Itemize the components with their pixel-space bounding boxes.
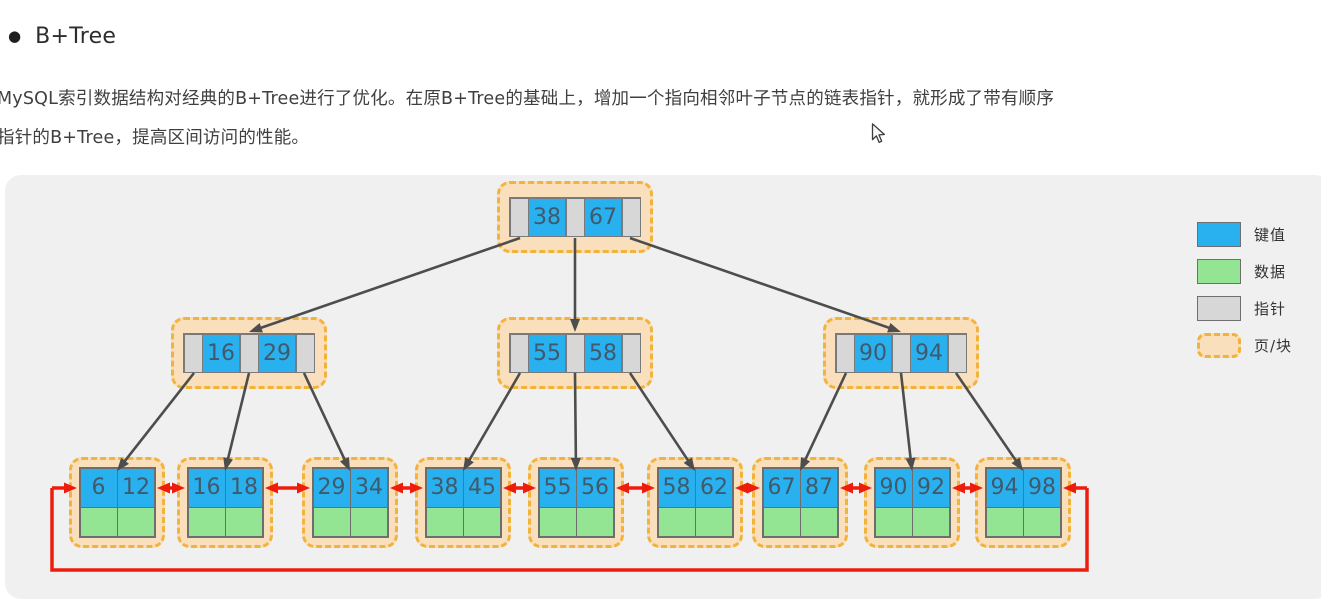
key-cell: 58 bbox=[658, 468, 695, 507]
pointer-cell bbox=[836, 334, 854, 372]
key-cell: 55 bbox=[529, 334, 565, 372]
pointer-cell bbox=[510, 334, 528, 372]
key-cell: 29 bbox=[259, 334, 295, 372]
internal-node-2: 90 94 bbox=[835, 333, 967, 373]
key-swatch bbox=[1197, 222, 1241, 247]
key-cell: 6 bbox=[80, 468, 117, 507]
pointer-cell bbox=[184, 334, 202, 372]
data-cell bbox=[313, 508, 350, 536]
heading-text: B+Tree bbox=[35, 24, 117, 49]
key-cell: 94 bbox=[911, 334, 947, 372]
root-node: 38 67 bbox=[509, 197, 641, 237]
page-block-swatch bbox=[1197, 333, 1241, 358]
key-cell: 92 bbox=[913, 468, 949, 507]
data-cell bbox=[80, 508, 117, 536]
data-cell bbox=[801, 508, 837, 536]
data-cell bbox=[464, 508, 500, 536]
key-cell: 67 bbox=[763, 468, 800, 507]
pointer-cell bbox=[510, 198, 528, 236]
key-cell: 16 bbox=[188, 468, 225, 507]
key-cell: 67 bbox=[585, 198, 621, 236]
data-cell bbox=[913, 508, 949, 536]
legend: 键值 数据 指针 页/块 bbox=[1197, 221, 1292, 369]
legend-item-page: 页/块 bbox=[1197, 332, 1292, 359]
key-cell: 90 bbox=[875, 468, 912, 507]
data-cell bbox=[763, 508, 800, 536]
key-cell: 55 bbox=[539, 468, 576, 507]
key-cell: 34 bbox=[351, 468, 387, 507]
key-cell: 90 bbox=[855, 334, 891, 372]
data-cell bbox=[577, 508, 613, 536]
legend-label-data: 数据 bbox=[1254, 263, 1287, 281]
pointer-cell bbox=[296, 334, 314, 372]
paragraph-line-1: MySQL索引数据结构对经典的B+Tree进行了优化。在原B+Tree的基础上，… bbox=[0, 89, 1055, 109]
legend-item-key: 键值 bbox=[1197, 221, 1292, 248]
legend-label-pointer: 指针 bbox=[1254, 300, 1287, 318]
data-cell bbox=[118, 508, 154, 536]
pointer-cell bbox=[622, 334, 640, 372]
data-swatch bbox=[1197, 259, 1241, 284]
data-cell bbox=[539, 508, 576, 536]
legend-item-data: 数据 bbox=[1197, 258, 1292, 285]
bullet-icon: ● bbox=[8, 27, 22, 45]
paragraph-line-2: 指针的B+Tree，提高区间访问的性能。 bbox=[0, 128, 310, 148]
data-cell bbox=[986, 508, 1023, 536]
pointer-swatch bbox=[1197, 296, 1241, 321]
key-cell: 38 bbox=[529, 198, 565, 236]
key-cell: 87 bbox=[801, 468, 837, 507]
pointer-cell bbox=[892, 334, 910, 372]
key-cell: 56 bbox=[577, 468, 613, 507]
data-cell bbox=[696, 508, 732, 536]
data-cell bbox=[188, 508, 225, 536]
key-cell: 12 bbox=[118, 468, 154, 507]
pointer-cell bbox=[622, 198, 640, 236]
key-cell: 16 bbox=[203, 334, 239, 372]
data-cell bbox=[1024, 508, 1060, 536]
pointer-cell bbox=[566, 334, 584, 372]
mouse-cursor bbox=[871, 123, 886, 144]
data-cell bbox=[351, 508, 387, 536]
legend-label-key: 键值 bbox=[1254, 226, 1287, 244]
key-cell: 58 bbox=[585, 334, 621, 372]
key-cell: 62 bbox=[696, 468, 732, 507]
pointer-cell bbox=[948, 334, 966, 372]
data-cell bbox=[426, 508, 463, 536]
pointer-cell bbox=[566, 198, 584, 236]
data-cell bbox=[875, 508, 912, 536]
key-cell: 94 bbox=[986, 468, 1023, 507]
key-cell: 98 bbox=[1024, 468, 1060, 507]
key-cell: 38 bbox=[426, 468, 463, 507]
section-heading: ● B+Tree bbox=[8, 24, 116, 49]
data-cell bbox=[658, 508, 695, 536]
key-cell: 18 bbox=[226, 468, 262, 507]
legend-label-page: 页/块 bbox=[1254, 337, 1293, 355]
legend-item-pointer: 指针 bbox=[1197, 295, 1292, 322]
key-cell: 29 bbox=[313, 468, 350, 507]
pointer-cell bbox=[240, 334, 258, 372]
internal-node-1: 55 58 bbox=[509, 333, 641, 373]
data-cell bbox=[226, 508, 262, 536]
key-cell: 45 bbox=[464, 468, 500, 507]
